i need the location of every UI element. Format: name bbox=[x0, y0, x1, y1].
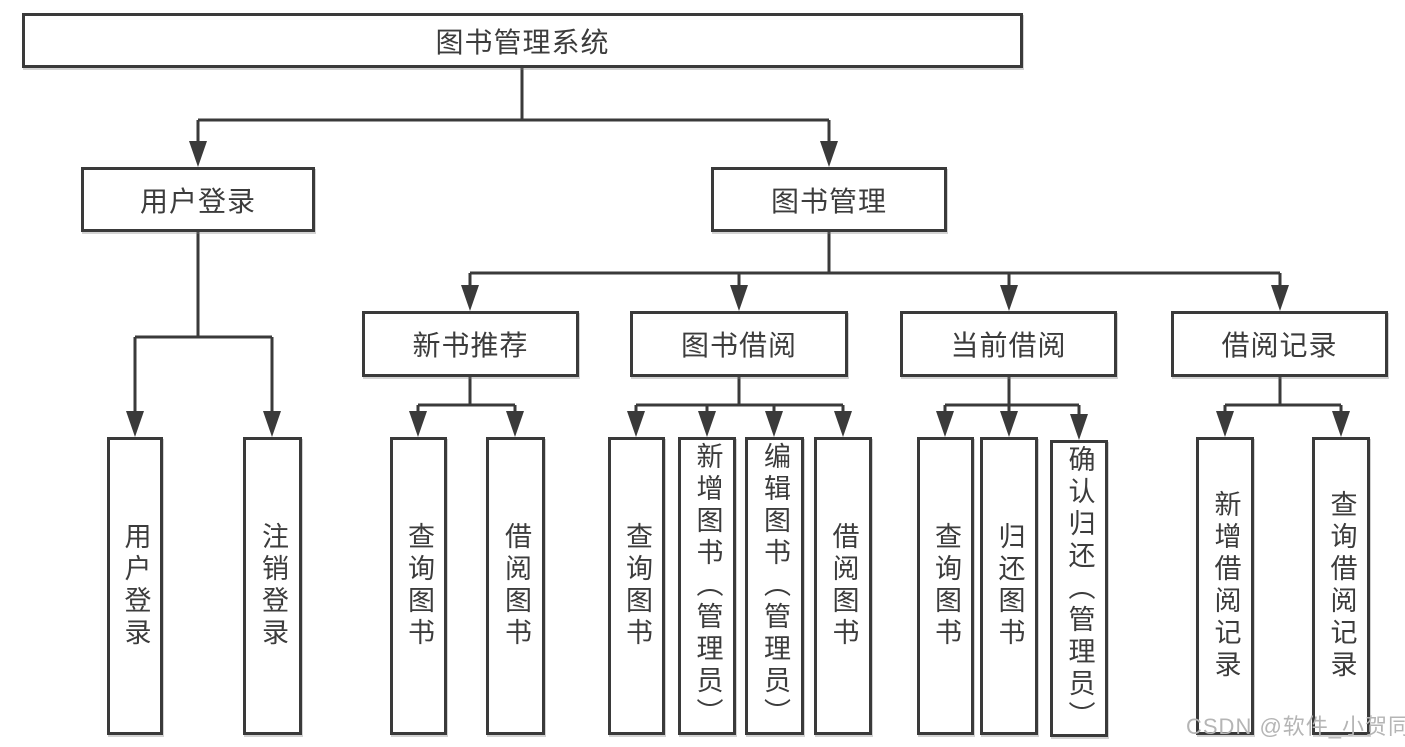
watermark-text: CSDN @软件_小贺同学 bbox=[1186, 714, 1405, 739]
leaf-edit-books-admin: 编辑图书（管理员） bbox=[745, 437, 804, 735]
connector-book-management-children bbox=[461, 232, 1289, 311]
leaf-user-login: 用户登录 bbox=[107, 437, 163, 735]
leaf-return-books: 归还图书 bbox=[980, 437, 1038, 735]
node-current-borrow: 当前借阅 bbox=[900, 311, 1117, 377]
node-book-management: 图书管理 bbox=[711, 167, 947, 232]
node-new-book-recommend: 新书推荐 bbox=[362, 311, 579, 377]
node-borrow-records: 借阅记录 bbox=[1171, 311, 1388, 377]
connector-new-book-recommend-children bbox=[409, 377, 524, 437]
leaf-query-books-borrow: 查询图书 bbox=[608, 437, 665, 735]
connector-root-children bbox=[189, 68, 838, 167]
leaf-add-borrow-record: 新增借阅记录 bbox=[1196, 437, 1254, 735]
connector-current-borrow-children bbox=[936, 377, 1088, 440]
leaf-confirm-return-admin: 确认归还（管理员） bbox=[1050, 440, 1108, 737]
connector-book-borrow-children bbox=[627, 377, 852, 437]
leaf-borrow-books-recommend: 借阅图书 bbox=[486, 437, 545, 735]
leaf-add-books-admin: 新增图书（管理员） bbox=[678, 437, 736, 735]
leaf-query-borrow-record: 查询借阅记录 bbox=[1312, 437, 1370, 735]
leaf-logout: 注销登录 bbox=[243, 437, 302, 735]
connector-borrow-records-children bbox=[1216, 377, 1350, 437]
node-user-login: 用户登录 bbox=[81, 167, 315, 232]
leaf-borrow-books: 借阅图书 bbox=[814, 437, 872, 735]
connector-user-login-children bbox=[126, 232, 281, 437]
leaf-query-books-recommend: 查询图书 bbox=[390, 437, 447, 735]
node-book-borrow: 图书借阅 bbox=[630, 311, 848, 377]
node-root: 图书管理系统 bbox=[22, 13, 1023, 68]
leaf-query-books-current: 查询图书 bbox=[917, 437, 974, 735]
